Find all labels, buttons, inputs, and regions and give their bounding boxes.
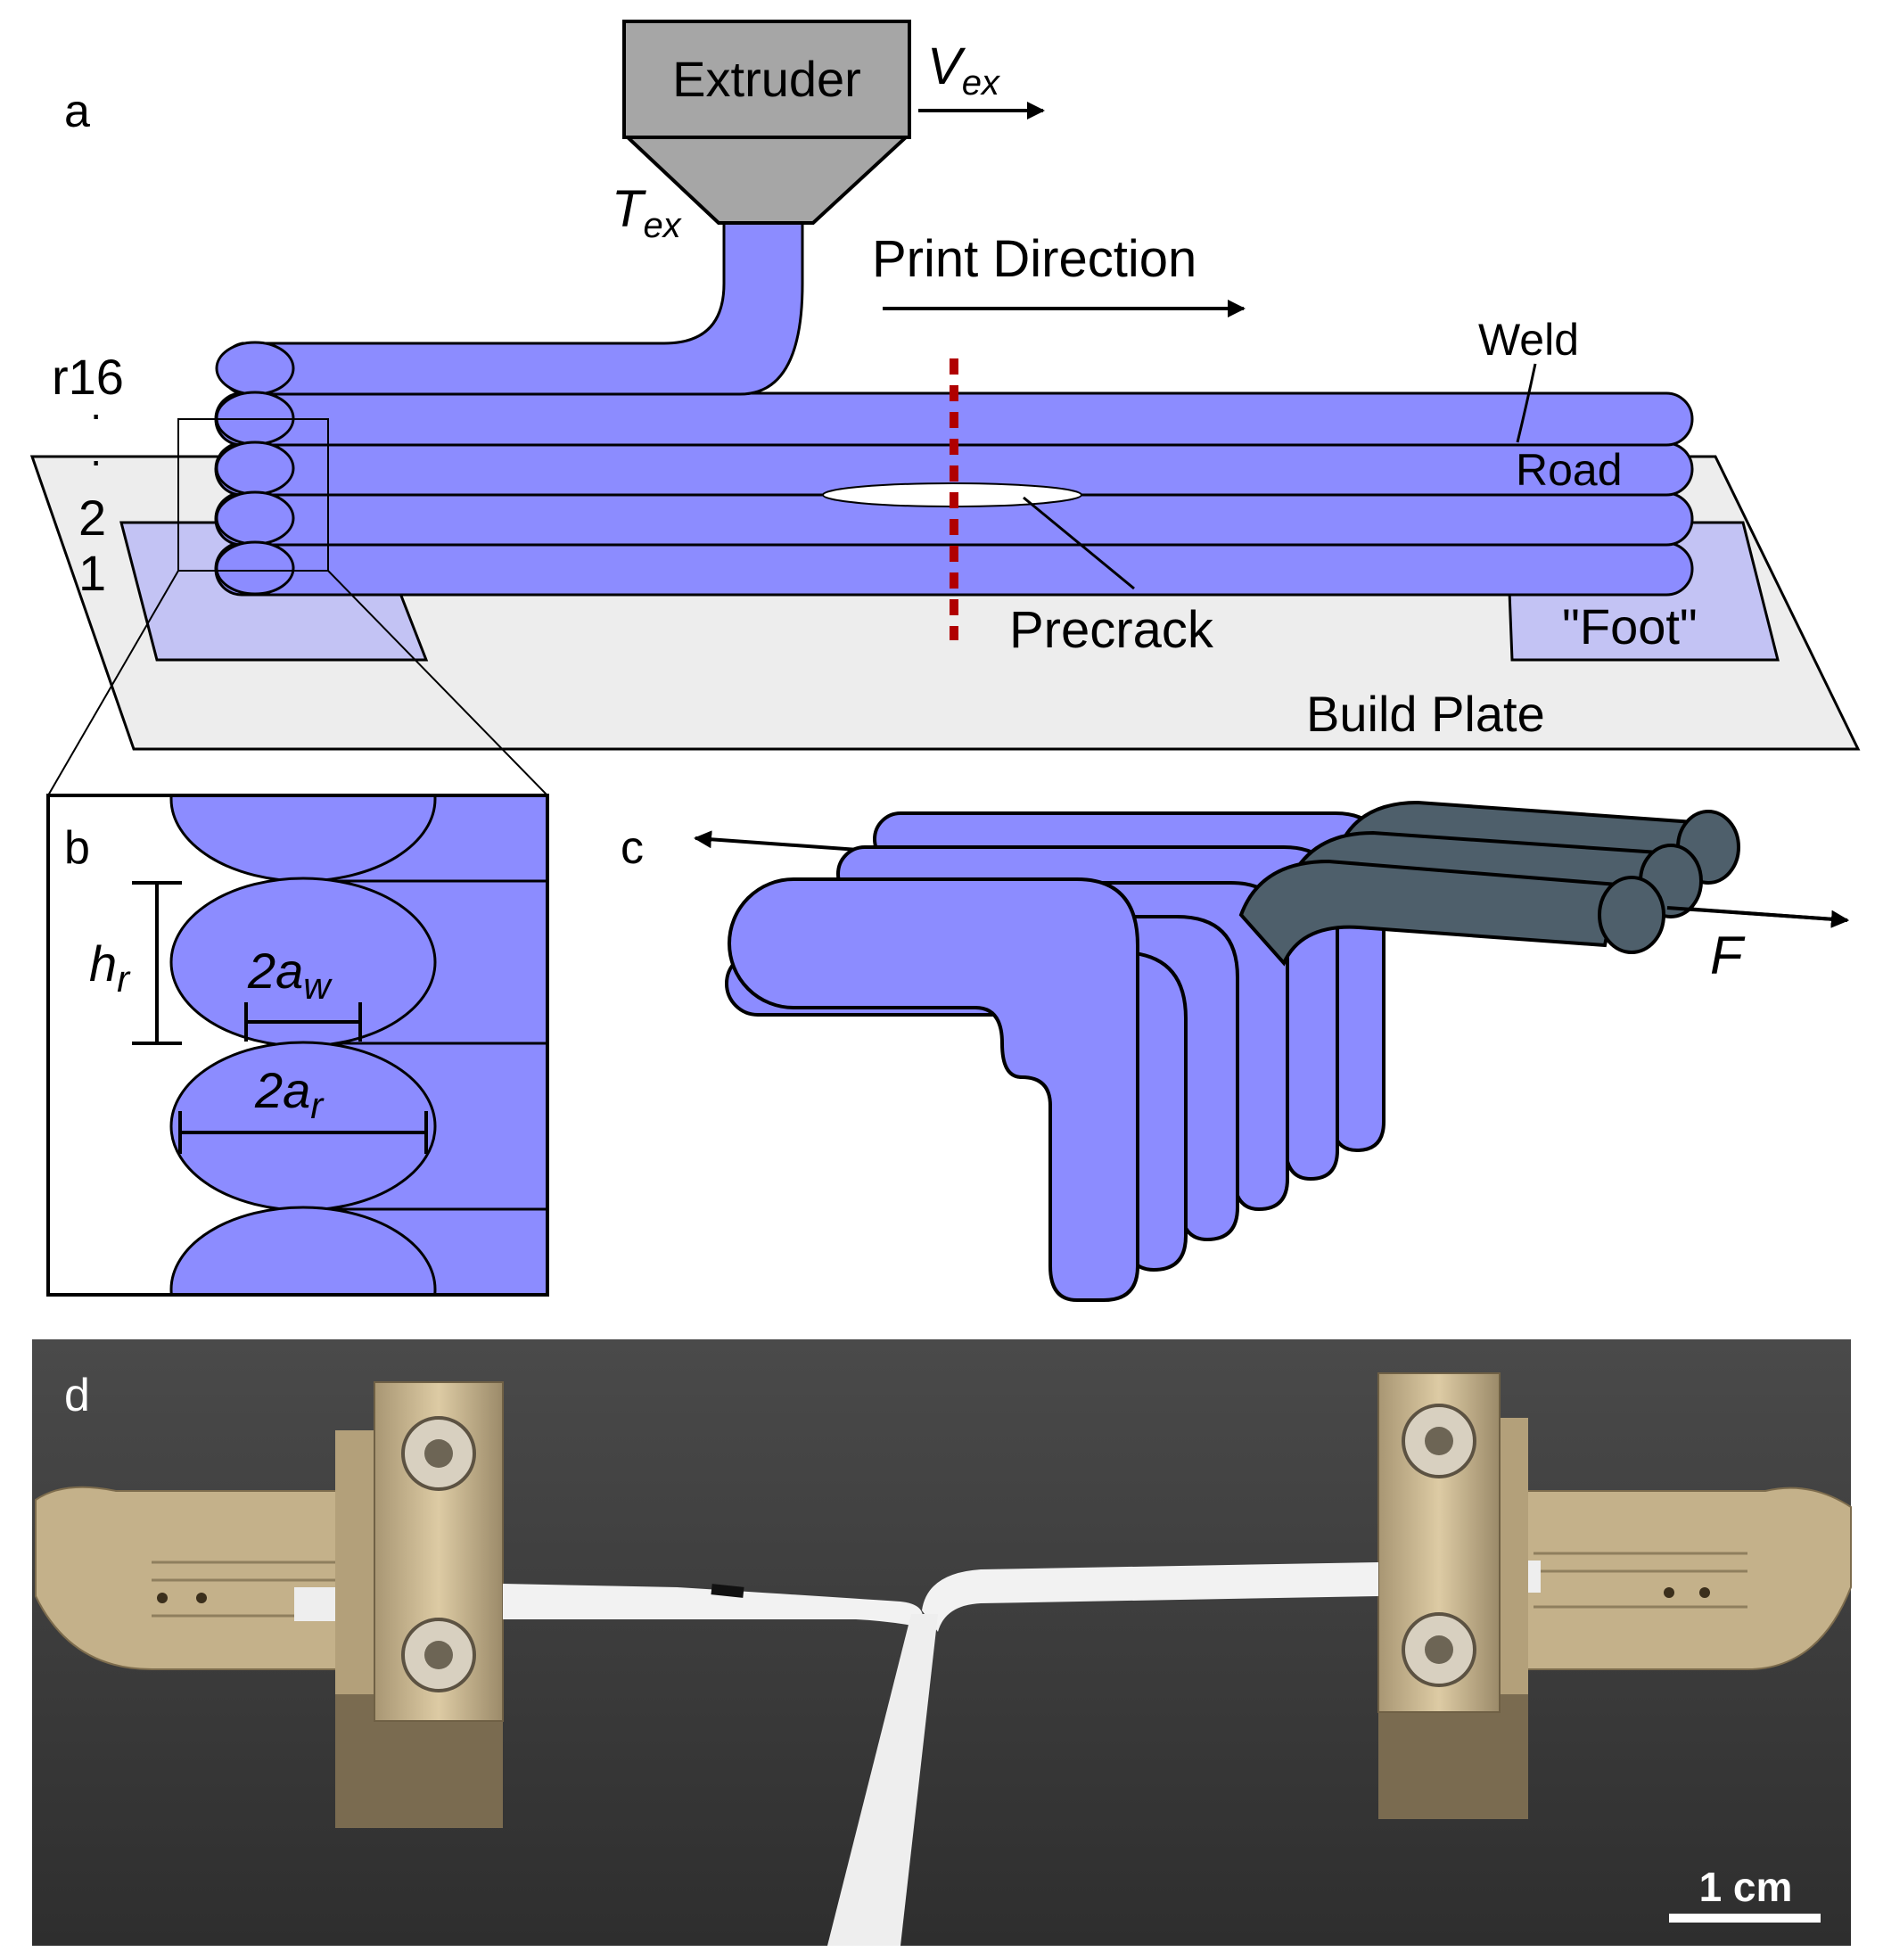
extruder-label: Extruder [672, 51, 861, 107]
screw-socket [1425, 1427, 1453, 1455]
precrack-leader [1023, 496, 1135, 590]
temperature-label: Tex [612, 180, 683, 245]
zoom-box [177, 418, 329, 572]
clamp-neck-left [335, 1430, 374, 1698]
panel-b-frame [46, 794, 549, 1297]
grip-tab-left [35, 1486, 375, 1670]
weld-leader [1516, 363, 1537, 443]
road-end [215, 490, 295, 546]
road-label: Road [1516, 445, 1623, 495]
hr-label: hr [89, 935, 131, 1000]
panel-d-label: d [64, 1370, 90, 1421]
zoom-line-left [47, 570, 179, 796]
screw-socket [424, 1439, 453, 1468]
front-bent-road [728, 877, 1139, 1302]
build-plate-label: Build Plate [1306, 686, 1545, 742]
foot-label: "Foot" [1562, 598, 1698, 655]
panel-b: b hr 2aw 2ar [46, 794, 549, 1297]
ar-label: 2ar [254, 1062, 325, 1126]
layer-2-label: 2 [78, 490, 106, 546]
panel-b-label: b [64, 822, 90, 874]
pulled-road-end [1598, 876, 1665, 954]
grip-hole [157, 1593, 168, 1603]
panel-a-label: a [64, 86, 90, 137]
grip-tab-right [1479, 1486, 1852, 1670]
precrack-label: Precrack [1009, 601, 1214, 659]
scale-bar-label: 1 cm [1699, 1864, 1793, 1910]
road-cross-section [169, 1206, 437, 1295]
grip-hole [196, 1593, 207, 1603]
clamp-base-right [1378, 1694, 1528, 1819]
scale-bar [1669, 1914, 1821, 1923]
road-end [215, 341, 295, 396]
layer-ellipsis: · [89, 437, 103, 483]
road-end [215, 441, 295, 496]
grip-hole [1664, 1587, 1674, 1598]
screw-socket [424, 1641, 453, 1669]
layer-top-label: r16 [52, 349, 124, 405]
specimen-strip-left [503, 1584, 927, 1628]
zoom-line-right [327, 570, 548, 796]
panel-d: d [32, 1339, 1852, 1946]
screw-socket [1425, 1635, 1453, 1664]
layer-1-label: 1 [78, 545, 106, 601]
panel-c-label: c [621, 822, 644, 874]
specimen-strip-right [922, 1562, 1378, 1632]
panel-a: a Build Plate "Foot" Extruder [29, 20, 1861, 796]
print-direction-label: Print Direction [872, 230, 1196, 288]
aw-label: 2aw [247, 943, 333, 1007]
layer-ellipsis: · [89, 391, 103, 437]
force-label: F [1710, 926, 1746, 985]
force-line-front [1666, 906, 1849, 928]
panel-c: c F [621, 800, 1849, 1302]
top-road [219, 219, 804, 396]
specimen-mark [711, 1584, 744, 1598]
extruder-nozzle [622, 136, 911, 225]
specimen-strip-hanging [827, 1614, 938, 1946]
weld-label: Weld [1478, 315, 1579, 365]
grip-hole [1699, 1587, 1710, 1598]
road-end [215, 540, 295, 596]
velocity-label: Vex [927, 37, 1001, 103]
